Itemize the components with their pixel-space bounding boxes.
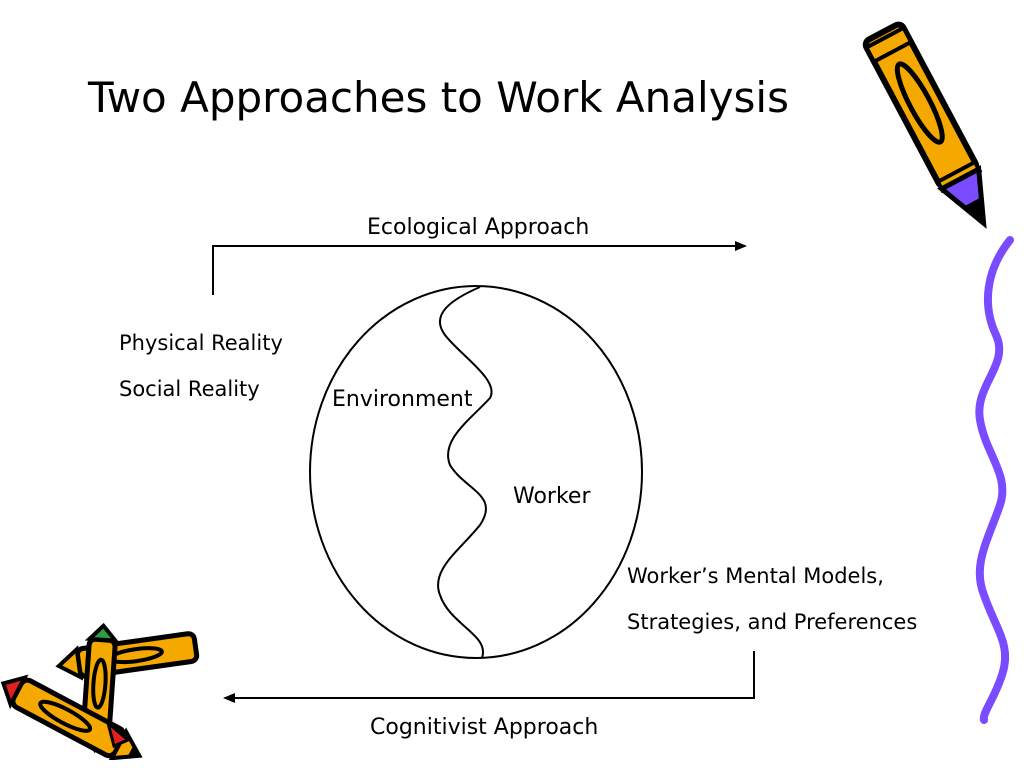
cognitivist-approach-label: Cognitivist Approach [370,715,599,740]
crossed-pencils-icon [0,622,200,760]
work-domain-circle [309,285,643,659]
social-reality-label: Social Reality [119,377,260,401]
page-title: Two Approaches to Work Analysis [88,73,789,122]
mental-models-label: Worker’s Mental Models, [627,564,884,588]
squiggle-line-icon [975,236,1014,724]
ecological-approach-label: Ecological Approach [367,215,590,240]
ecological-arrow [212,241,747,295]
physical-reality-label: Physical Reality [119,331,283,355]
cognitivist-arrow [223,651,755,703]
environment-worker-divider [437,286,493,659]
pencil-icon [862,21,987,229]
strategies-preferences-label: Strategies, and Preferences [627,610,918,634]
worker-label: Worker [513,484,591,509]
environment-label: Environment [332,387,473,412]
